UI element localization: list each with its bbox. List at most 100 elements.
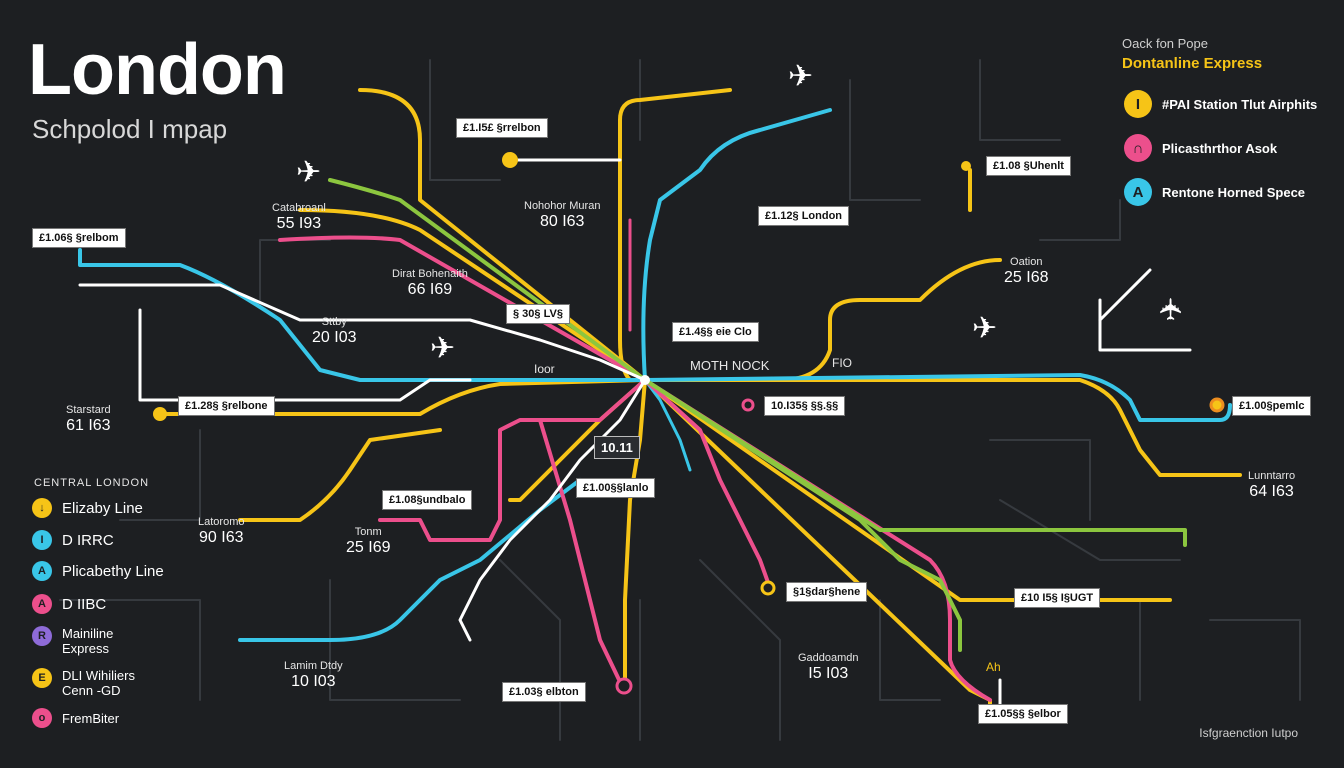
- line-white: [458, 378, 647, 642]
- line-icon: E: [32, 668, 52, 688]
- top-legend-heading: Oack fon Pope: [1122, 36, 1208, 51]
- street-line: [849, 79, 921, 201]
- side-legend-item-1[interactable]: ↓ Elizaby Line: [32, 498, 143, 518]
- side-legend-item-6[interactable]: E DLI Wihiliers Cenn -GD: [32, 668, 162, 698]
- station-marker[interactable]: [760, 580, 776, 596]
- page-title: London: [28, 30, 287, 110]
- line-yellow: [238, 428, 442, 522]
- top-legend-item-3[interactable]: A Rentone Horned Spece: [1124, 178, 1305, 206]
- street-line: [59, 599, 201, 701]
- station-marker[interactable]: [961, 161, 971, 171]
- side-legend-item-2[interactable]: I D IRRC: [32, 530, 114, 550]
- line-icon: I: [32, 530, 52, 550]
- street-line: [1039, 199, 1121, 241]
- side-legend-item-3[interactable]: A Plicabethy Line: [32, 561, 164, 581]
- line-white: [138, 308, 472, 402]
- top-legend-label: #PAI Station Tlut Airphits: [1162, 96, 1318, 112]
- station-marker[interactable]: [741, 398, 755, 412]
- station-marker[interactable]: [153, 407, 167, 421]
- station-tag[interactable]: £1.03§ elbton: [502, 682, 586, 702]
- airplane-icon: ✈: [296, 156, 322, 189]
- line-cyan: [238, 478, 582, 642]
- street-line: [429, 59, 501, 181]
- station-marker[interactable]: [1209, 397, 1225, 413]
- station-tag[interactable]: £10 I5§ I§UGT: [1014, 588, 1101, 608]
- center-station-box[interactable]: 10.11: [594, 436, 640, 459]
- line-yellow: [643, 258, 1002, 382]
- area-label: Ioor: [534, 362, 555, 376]
- line-pink: [643, 378, 772, 590]
- station-tag[interactable]: £1.00§pemlc: [1232, 396, 1312, 416]
- station-marker[interactable]: [502, 152, 518, 168]
- top-legend-label: Rentone Horned Spece: [1162, 184, 1306, 200]
- line-icon: A: [32, 561, 52, 581]
- station-tag[interactable]: £1.I5£ §rrelbon: [456, 118, 548, 138]
- station-tag[interactable]: £1.05§§ §elbor: [978, 704, 1068, 724]
- page-subtitle: Schpolod I mpap: [32, 114, 228, 144]
- station-tag[interactable]: £1.4§§ eie Clo: [672, 322, 759, 342]
- line-green: [328, 178, 962, 652]
- line-white: [78, 283, 647, 382]
- line-yellow: [623, 378, 647, 682]
- line-cyan: [643, 378, 692, 472]
- side-legend-label: D IIBC: [62, 595, 107, 613]
- street-line: [999, 499, 1181, 561]
- station-tag[interactable]: 10.I35§ §§.§§: [764, 396, 846, 416]
- line-icon: A: [32, 594, 52, 614]
- line-pink: [378, 378, 647, 542]
- area-label: MOTH NOCK: [690, 358, 770, 373]
- line-green: [643, 378, 1187, 547]
- street-line: [329, 579, 461, 701]
- line-white: [1098, 268, 1152, 322]
- top-legend-item-1[interactable]: I #PAI Station Tlut Airphits: [1124, 90, 1317, 118]
- station-tag[interactable]: £1.00§§lanlo: [576, 478, 656, 498]
- side-legend-item-4[interactable]: A D IIBC: [32, 594, 106, 614]
- side-legend-label: Mainiline Express: [62, 626, 114, 656]
- station-tag[interactable]: §1§dar§hene: [786, 582, 868, 602]
- airplane-icon: ✈: [972, 312, 998, 345]
- side-legend-heading: CENTRAL LONDON: [34, 477, 150, 489]
- side-legend-label: Elizaby Line: [62, 499, 143, 517]
- side-legend-label: DLI Wihiliers Cenn -GD: [62, 668, 135, 698]
- map-footer: Isfgraenction Iutpo: [1199, 726, 1298, 740]
- station-tag[interactable]: £1.12§ London: [758, 206, 850, 226]
- side-legend-item-5[interactable]: R Mainiline Express: [32, 626, 152, 656]
- line-yellow: [618, 88, 732, 382]
- line-cyan: [641, 108, 832, 382]
- side-legend-item-7[interactable]: o FremBiter: [32, 708, 119, 728]
- station-tag[interactable]: £1.28§ §relbone: [178, 396, 275, 416]
- station-tag[interactable]: £1.06§ §relbom: [32, 228, 126, 248]
- station-tag[interactable]: § 30§ LV§: [506, 304, 570, 324]
- arrow-down-icon: ↓: [32, 498, 52, 518]
- top-legend-label: Plicasthrthor Asok: [1162, 140, 1278, 156]
- street-line: [259, 239, 331, 301]
- line-cyan: [643, 373, 1232, 422]
- side-legend-label: Plicabethy Line: [62, 562, 164, 580]
- area-label: Ah: [986, 660, 1001, 674]
- airplane-icon: ✈: [1155, 296, 1189, 322]
- arch-icon: ∩: [1124, 134, 1152, 162]
- line-white: [1098, 298, 1192, 352]
- accessibility-icon: A: [1124, 178, 1152, 206]
- street-line: [989, 439, 1091, 521]
- side-legend-label: D IRRC: [62, 531, 114, 549]
- street-line: [119, 429, 201, 521]
- street-line: [1209, 619, 1301, 701]
- station-marker[interactable]: [640, 375, 650, 385]
- line-icon: R: [32, 626, 52, 646]
- station-tag[interactable]: £1.08§undbalo: [382, 490, 473, 510]
- top-legend-item-2[interactable]: ∩ Plicasthrthor Asok: [1124, 134, 1277, 162]
- station-tag[interactable]: £1.08 §Uhenlt: [986, 156, 1071, 176]
- station-marker[interactable]: [615, 677, 633, 695]
